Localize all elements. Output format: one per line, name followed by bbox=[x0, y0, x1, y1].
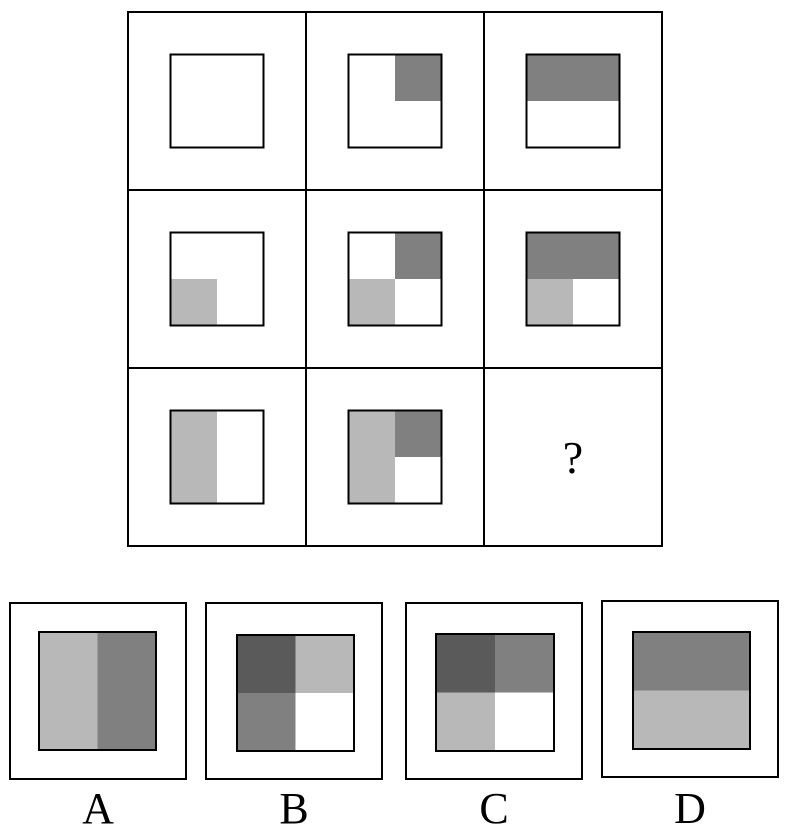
quadrant-tl bbox=[170, 410, 217, 457]
square-outline bbox=[169, 53, 265, 149]
quadrant-bl bbox=[39, 691, 98, 750]
matrix-border bbox=[127, 11, 663, 547]
quadrant-tl bbox=[633, 632, 692, 691]
quadrant-br bbox=[573, 101, 620, 148]
square-outline bbox=[525, 231, 621, 327]
option-frame bbox=[205, 602, 383, 780]
square-outline bbox=[347, 231, 443, 327]
matrix-cell-r2c3 bbox=[525, 231, 621, 327]
matrix-cell-r2c2 bbox=[347, 231, 443, 327]
matrix-cell-r3c3: ? bbox=[563, 432, 583, 483]
quadrant-tr bbox=[691, 632, 750, 691]
quadrant-br bbox=[395, 457, 442, 504]
option-frame bbox=[9, 602, 187, 780]
quadrant-tr bbox=[573, 54, 620, 101]
cell-square bbox=[169, 231, 265, 327]
matrix-cell-r2c1 bbox=[169, 231, 265, 327]
quadrant-tl bbox=[237, 635, 296, 693]
square-outline bbox=[236, 634, 355, 752]
option-square bbox=[236, 634, 355, 752]
matrix-cell-r3c2 bbox=[347, 409, 443, 505]
quadrant-tr bbox=[395, 410, 442, 457]
square-outline bbox=[632, 631, 751, 750]
quadrant-tl bbox=[170, 232, 217, 279]
quadrant-bl bbox=[170, 101, 217, 148]
cell-square bbox=[347, 409, 443, 505]
quadrant-tl bbox=[170, 54, 217, 101]
quadrant-tr bbox=[395, 232, 442, 279]
option-square bbox=[632, 631, 751, 750]
option-label: B bbox=[279, 784, 308, 833]
quadrant-bl bbox=[526, 101, 573, 148]
quadrant-tl bbox=[526, 54, 573, 101]
puzzle-matrix: ? bbox=[127, 11, 663, 547]
cell-square bbox=[525, 53, 621, 149]
option-square bbox=[435, 633, 555, 752]
quadrant-br bbox=[573, 279, 620, 326]
quadrant-tr bbox=[217, 232, 264, 279]
quadrant-br bbox=[691, 690, 750, 749]
square-outline bbox=[38, 631, 157, 751]
quadrant-tr bbox=[573, 232, 620, 279]
matrix-cell-r3c1 bbox=[169, 409, 265, 505]
option-label: C bbox=[479, 784, 508, 833]
quadrant-br bbox=[217, 101, 264, 148]
cell-square bbox=[347, 231, 443, 327]
square-outline bbox=[169, 231, 265, 327]
option-c[interactable]: C bbox=[405, 602, 583, 833]
quadrant-br bbox=[495, 692, 554, 751]
quadrant-tr bbox=[97, 632, 156, 691]
quadrant-br bbox=[97, 691, 156, 750]
quadrant-br bbox=[295, 693, 354, 751]
cell-square bbox=[169, 53, 265, 149]
square-outline bbox=[347, 53, 443, 149]
quadrant-tr bbox=[495, 634, 554, 693]
square-outline bbox=[347, 409, 443, 505]
option-frame bbox=[601, 600, 779, 778]
quadrant-tl bbox=[348, 410, 395, 457]
quadrant-br bbox=[395, 279, 442, 326]
matrix-cell-r1c2 bbox=[347, 53, 443, 149]
matrix-cell-r1c1 bbox=[169, 53, 265, 149]
quadrant-bl bbox=[237, 693, 296, 751]
quadrant-tl bbox=[39, 632, 98, 691]
quadrant-br bbox=[395, 101, 442, 148]
answer-options: A B C D bbox=[9, 600, 779, 833]
quadrant-bl bbox=[348, 279, 395, 326]
quadrant-bl bbox=[348, 101, 395, 148]
square-outline bbox=[169, 409, 265, 505]
cell-square bbox=[347, 53, 443, 149]
option-a[interactable]: A bbox=[9, 602, 187, 833]
quadrant-bl bbox=[436, 692, 495, 751]
option-d[interactable]: D bbox=[601, 600, 779, 833]
matrix-cell-r1c3 bbox=[525, 53, 621, 149]
cell-square bbox=[525, 231, 621, 327]
cell-square bbox=[169, 409, 265, 505]
option-label: D bbox=[674, 784, 706, 833]
quadrant-tl bbox=[348, 232, 395, 279]
option-frame bbox=[405, 602, 583, 780]
quadrant-br bbox=[217, 279, 264, 326]
option-b[interactable]: B bbox=[205, 602, 383, 833]
quadrant-bl bbox=[170, 457, 217, 504]
quadrant-tr bbox=[217, 54, 264, 101]
quadrant-bl bbox=[526, 279, 573, 326]
quadrant-tl bbox=[526, 232, 573, 279]
option-square bbox=[38, 631, 157, 751]
quadrant-bl bbox=[348, 457, 395, 504]
quadrant-tl bbox=[436, 634, 495, 693]
square-outline bbox=[525, 53, 621, 149]
quadrant-bl bbox=[170, 279, 217, 326]
quadrant-tl bbox=[348, 54, 395, 101]
question-mark: ? bbox=[563, 432, 583, 483]
square-outline bbox=[435, 633, 555, 752]
quadrant-bl bbox=[633, 690, 692, 749]
quadrant-br bbox=[217, 457, 264, 504]
quadrant-tr bbox=[217, 410, 264, 457]
quadrant-tr bbox=[395, 54, 442, 101]
quadrant-tr bbox=[295, 635, 354, 693]
option-label: A bbox=[82, 784, 114, 833]
